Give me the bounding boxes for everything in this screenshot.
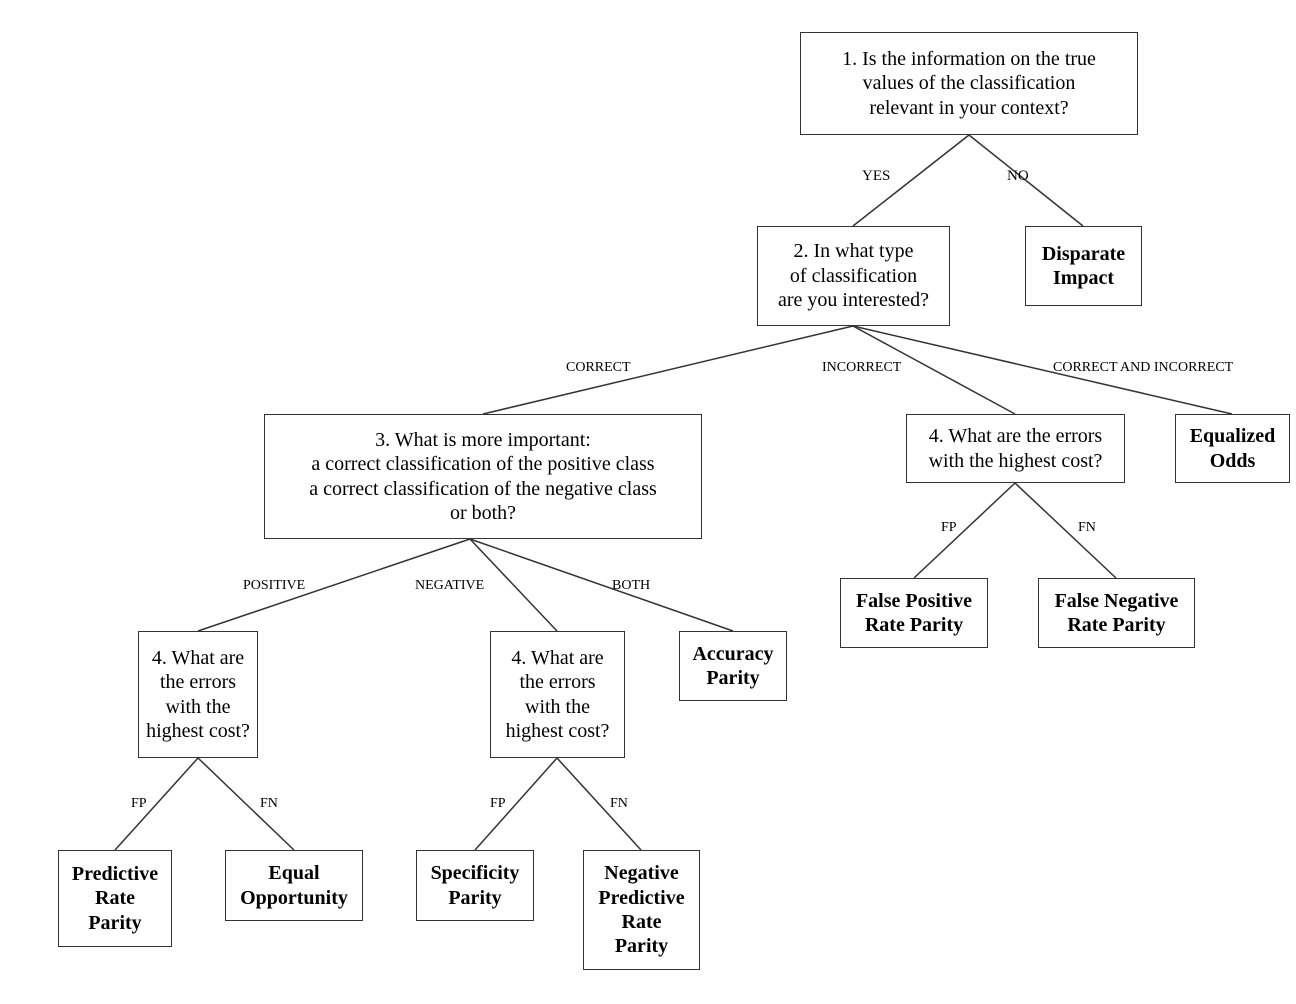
node-text-line: Impact <box>1052 267 1115 289</box>
node-text-line: Rate Parity <box>1067 614 1166 636</box>
node-text-line: with the <box>165 695 231 718</box>
edge-e-q4pos-fn <box>197 757 295 851</box>
node-text-line: Negative <box>604 862 679 885</box>
edge-e-q4right-fp <box>913 482 1016 579</box>
node-text-line: Parity <box>706 667 760 689</box>
node-text-line: a correct classification of the negative… <box>309 477 657 500</box>
edge-label-e-q3-positive: POSITIVE <box>243 578 306 593</box>
node-text-line: Parity <box>88 911 142 934</box>
question-node-q3[interactable]: 3. What is more important:a correct clas… <box>264 414 702 539</box>
node-text-line: Predictive <box>71 862 159 885</box>
node-text-line: 2. In what type <box>793 240 914 263</box>
edge-label-e-q1-no: NO <box>1007 168 1029 184</box>
node-text-line: Predictive <box>598 886 685 909</box>
node-text-line: Rate Parity <box>864 614 964 636</box>
node-text-line: Disparate <box>1041 242 1126 265</box>
node-text-line: values of the classification <box>862 72 1076 95</box>
node-text-line: 4. What are the errors <box>928 425 1103 448</box>
edge-label-e-q3-negative: NEGATIVE <box>415 578 485 593</box>
node-text-line: the errors <box>519 671 596 694</box>
edge-label-e-q1-yes: YES <box>862 168 891 184</box>
edge-label-e-q4pos-fp: FP <box>131 796 147 811</box>
node-text-line: Opportunity <box>240 886 348 909</box>
edge-label-e-q3-both: BOTH <box>612 578 651 593</box>
node-text-line: 4. What are <box>151 646 245 669</box>
node-text-line: with the <box>525 695 590 718</box>
edge-label-e-q4neg-fp: FP <box>490 796 506 811</box>
node-text-line: Rate <box>621 911 662 933</box>
node-text-line: highest cost? <box>505 719 610 742</box>
node-text-line: Odds <box>1209 449 1256 472</box>
node-text-line: with the highest cost? <box>928 449 1103 472</box>
node-text-line: False Positive <box>855 589 973 612</box>
node-text-line: Accuracy <box>692 642 774 665</box>
edge-e-q4neg-fp <box>474 757 558 851</box>
node-text-line: relevant in your context? <box>869 96 1069 119</box>
node-text-line: Equalized <box>1189 425 1276 448</box>
node-text-line: Rate <box>95 887 135 910</box>
edge-label-e-q2-correct-and-incorrect: CORRECT AND INCORRECT <box>1053 360 1234 375</box>
node-text-line: False Negative <box>1054 589 1179 612</box>
edge-label-e-q4right-fp: FP <box>941 520 957 535</box>
edge-e-q4neg-fn <box>556 757 642 851</box>
node-text-line: 4. What are <box>511 646 604 669</box>
node-text-line: are you interested? <box>777 289 930 312</box>
node-text-line: Equal <box>268 862 320 885</box>
node-text-line: or both? <box>449 501 517 524</box>
node-text-line: a correct classification of the positive… <box>311 453 655 476</box>
edge-e-q4right-fn <box>1014 482 1117 579</box>
edge-e-q4pos-fp <box>114 757 199 851</box>
edge-label-e-q4neg-fn: FN <box>610 796 628 811</box>
edge-label-e-q4right-fn: FN <box>1078 520 1096 535</box>
node-text-line: Parity <box>448 886 502 909</box>
edge-label-e-q2-incorrect: INCORRECT <box>822 360 902 375</box>
edge-e-q3-both <box>469 538 734 632</box>
node-text-line: Parity <box>614 935 669 958</box>
edge-e-q2-correct <box>482 325 854 415</box>
node-text-line: highest cost? <box>146 719 250 742</box>
edge-label-e-q4pos-fn: FN <box>260 796 278 811</box>
node-text-line: Specificity <box>430 862 520 885</box>
node-text-line: the errors <box>159 671 237 694</box>
node-text-line: 3. What is more important: <box>375 428 591 451</box>
edge-label-e-q2-correct: CORRECT <box>566 360 631 375</box>
node-text-line: 1. Is the information on the true <box>842 47 1096 70</box>
node-text-line: of classification <box>789 264 918 287</box>
